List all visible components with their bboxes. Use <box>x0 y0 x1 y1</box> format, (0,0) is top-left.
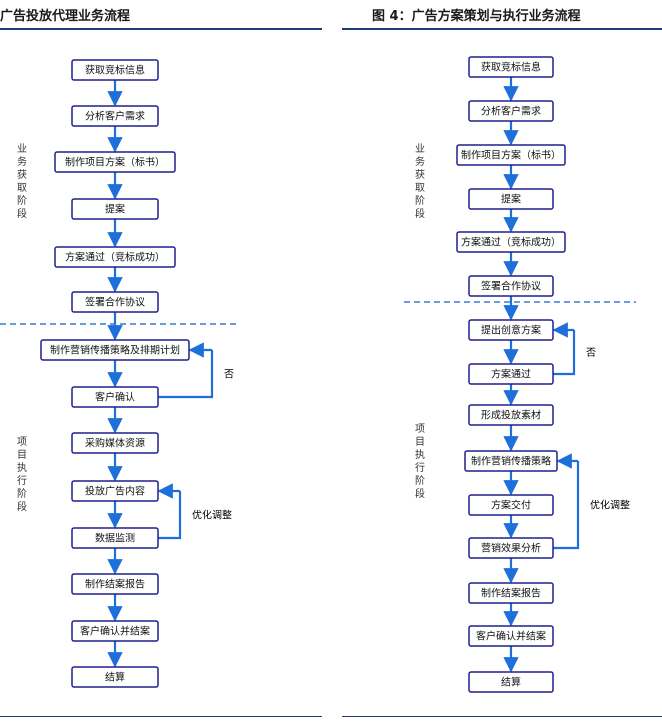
left-step-box: 投放广告内容 <box>71 480 159 502</box>
right-step-label: 制作营销传播策略 <box>471 455 551 468</box>
left-step-label: 制作营销传播策略及排期计划 <box>50 344 180 357</box>
right-stage-execute-label: 目 <box>415 437 425 448</box>
right-step-label: 方案通过（竞标成功） <box>461 236 561 249</box>
left-step-label: 客户确认并结案 <box>80 625 150 638</box>
right-step-box: 分析客户需求 <box>468 100 554 122</box>
right-step-box: 提出创意方案 <box>468 319 554 341</box>
right-step-label: 签署合作协议 <box>481 280 541 293</box>
left-step-label: 方案通过（竞标成功） <box>65 251 165 264</box>
left-step-box: 采购媒体资源 <box>71 432 159 454</box>
left-stage-acquire-label: 业 <box>17 143 27 155</box>
right-stage-execute-label: 项 <box>415 423 425 435</box>
right-step-box: 方案通过 <box>468 363 554 385</box>
left-stage-execute-label: 目 <box>17 450 27 461</box>
right-stage-execute-label: 阶 <box>415 474 425 487</box>
left-step-label: 投放广告内容 <box>85 485 145 498</box>
right-stage-execute-label: 执 <box>415 448 425 461</box>
right-step-label: 制作结案报告 <box>481 587 541 600</box>
right-loop-optimize-label: 优化调整 <box>590 499 630 512</box>
left-stage-acquire-label: 取 <box>17 182 27 194</box>
left-stage-execute-label: 段 <box>17 500 27 513</box>
left-step-box: 制作项目方案（标书） <box>54 151 176 173</box>
bottom-rule-right <box>342 716 662 717</box>
right-step-box: 获取竞标信息 <box>468 56 554 78</box>
right-stage-acquire-label: 务 <box>415 155 425 168</box>
bottom-rule-left <box>0 716 322 717</box>
left-step-label: 制作结案报告 <box>85 578 145 591</box>
left-stage-acquire-label: 务 <box>17 155 27 168</box>
left-step-label: 数据监测 <box>95 532 135 545</box>
right-stage-acquire-label: 获 <box>415 169 425 181</box>
right-step-label: 方案交付 <box>491 499 531 512</box>
right-stage-acquire-label: 段 <box>415 207 425 220</box>
left-step-label: 获取竞标信息 <box>85 64 145 77</box>
left-figure-title: 广告投放代理业务流程 <box>0 9 131 24</box>
right-step-label: 制作项目方案（标书） <box>461 149 561 162</box>
right-stage-execute-label: 段 <box>415 487 425 500</box>
left-step-box: 分析客户需求 <box>71 105 159 127</box>
right-step-box: 营销效果分析 <box>468 537 554 559</box>
left-step-box: 制作结案报告 <box>71 573 159 595</box>
left-loop-no-label: 否 <box>224 369 234 381</box>
right-step-label: 方案通过 <box>491 368 531 381</box>
right-loop-no-line <box>553 330 576 376</box>
right-step-box: 提案 <box>468 188 554 210</box>
left-step-box: 制作营销传播策略及排期计划 <box>40 339 190 361</box>
right-step-box: 方案通过（竞标成功） <box>456 231 566 253</box>
left-step-label: 制作项目方案（标书） <box>65 156 165 169</box>
left-stage-execute-label: 行 <box>17 474 27 487</box>
left-stage-execute-label: 执 <box>17 461 27 474</box>
right-step-label: 获取竞标信息 <box>481 61 541 74</box>
left-stage-acquire-label: 段 <box>17 207 27 220</box>
right-step-box: 签署合作协议 <box>468 275 554 297</box>
right-step-box: 形成投放素材 <box>468 404 554 426</box>
left-step-box: 结算 <box>71 666 159 688</box>
left-step-box: 客户确认 <box>71 386 159 408</box>
left-step-label: 签署合作协议 <box>85 296 145 309</box>
top-rule-left <box>0 28 322 30</box>
left-stage-execute-label: 项 <box>17 436 27 448</box>
left-step-label: 客户确认 <box>95 391 135 404</box>
left-step-box: 数据监测 <box>71 527 159 549</box>
right-figure-title: 图 4：广告方案策划与执行业务流程 <box>372 9 581 24</box>
left-step-label: 提案 <box>105 203 125 216</box>
right-step-box: 结算 <box>468 671 554 693</box>
right-step-label: 提案 <box>501 193 521 206</box>
left-step-box: 方案通过（竞标成功） <box>54 246 176 268</box>
right-stage-acquire-label: 阶 <box>415 194 425 207</box>
right-step-label: 客户确认并结案 <box>476 630 546 643</box>
right-step-label: 分析客户需求 <box>481 105 541 118</box>
left-step-box: 获取竞标信息 <box>71 59 159 81</box>
left-step-box: 签署合作协议 <box>71 291 159 313</box>
right-loop-optimize-line <box>553 461 580 550</box>
right-step-box: 制作结案报告 <box>468 582 554 604</box>
left-step-box: 提案 <box>71 198 159 220</box>
right-step-box: 客户确认并结案 <box>468 625 554 647</box>
left-stage-acquire-label: 获 <box>17 169 27 181</box>
right-stage-acquire-label: 业 <box>415 143 425 155</box>
right-loop-no-label: 否 <box>586 347 596 359</box>
right-step-box: 制作营销传播策略 <box>464 450 558 472</box>
left-step-label: 结算 <box>105 671 125 684</box>
left-loop-optimize-line <box>158 491 182 540</box>
top-rule-right <box>342 28 662 30</box>
left-step-label: 采购媒体资源 <box>85 437 145 450</box>
left-stage-execute-label: 阶 <box>17 487 27 500</box>
right-stage-execute-label: 行 <box>415 461 425 474</box>
right-step-label: 营销效果分析 <box>481 542 541 555</box>
right-step-box: 制作项目方案（标书） <box>456 144 566 166</box>
left-loop-no-line <box>158 350 214 399</box>
right-step-label: 形成投放素材 <box>481 409 541 422</box>
right-stage-acquire-label: 取 <box>415 182 425 194</box>
left-loop-optimize-label: 优化调整 <box>192 509 232 522</box>
left-stage-acquire-label: 阶 <box>17 194 27 207</box>
left-step-label: 分析客户需求 <box>85 110 145 123</box>
right-step-box: 方案交付 <box>468 494 554 516</box>
right-step-label: 提出创意方案 <box>481 324 541 337</box>
left-step-box: 客户确认并结案 <box>71 620 159 642</box>
right-step-label: 结算 <box>501 676 521 689</box>
